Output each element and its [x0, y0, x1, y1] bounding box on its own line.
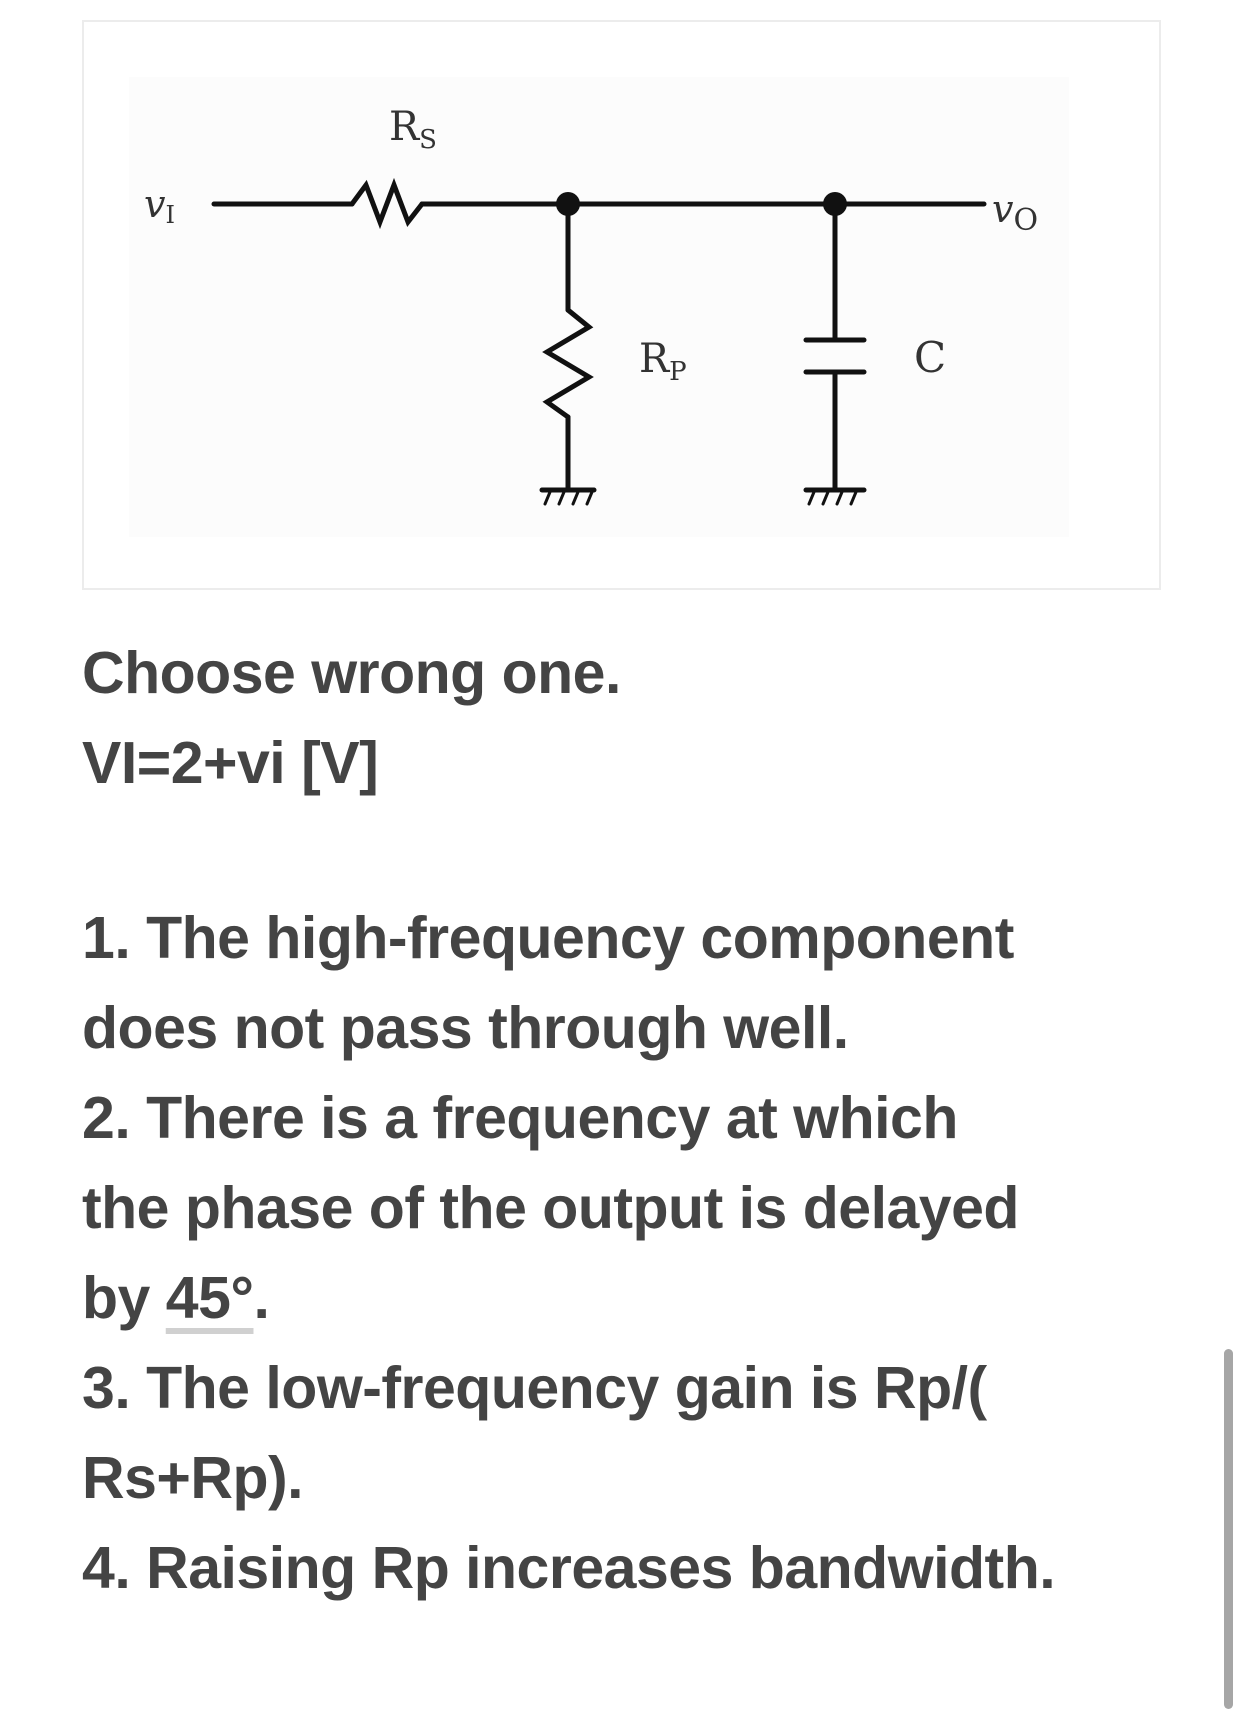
- option-2-suffix: .: [253, 1265, 270, 1331]
- question-prompt: Choose wrong one.: [82, 640, 621, 706]
- option-2-line-1: 2. There is a frequency at which: [82, 1085, 958, 1151]
- options-list: 1. The high-frequency component does not…: [82, 893, 1182, 1613]
- junction-node-c: [823, 192, 847, 216]
- label-rp: RP: [639, 336, 687, 387]
- option-2-prefix: by: [82, 1265, 166, 1331]
- option-4-line-1: 4. Raising Rp increases bandwidth.: [82, 1535, 1056, 1601]
- option-2-line-2: the phase of the output is delayed: [82, 1175, 1019, 1241]
- option-1-line-2: does not pass through well.: [82, 995, 849, 1061]
- rc-circuit-diagram: vI RS vO RP C: [144, 104, 1038, 506]
- option-1-line-1: 1. The high-frequency component: [82, 905, 1014, 971]
- figure-background: [129, 77, 1069, 537]
- circuit-figure: vI RS vO RP C: [82, 20, 1161, 590]
- label-c: C: [914, 333, 946, 382]
- vertical-scrollbar[interactable]: [1224, 1349, 1233, 1709]
- label-rs: RS: [389, 104, 437, 155]
- label-vi: vI: [144, 182, 175, 229]
- option-3-line-1: 3. The low-frequency gain is Rp/(: [82, 1355, 987, 1421]
- underlined-45-degrees[interactable]: 45°: [165, 1265, 254, 1331]
- option-3-line-2: Rs+Rp).: [82, 1445, 304, 1511]
- question-given: VI=2+vi [V]: [82, 730, 379, 796]
- question-header: Choose wrong one. VI=2+vi [V]: [82, 628, 1182, 808]
- label-vo: vO: [992, 187, 1038, 238]
- junction-node-rp: [556, 192, 580, 216]
- option-2-line-3: by 45°.: [82, 1253, 1182, 1343]
